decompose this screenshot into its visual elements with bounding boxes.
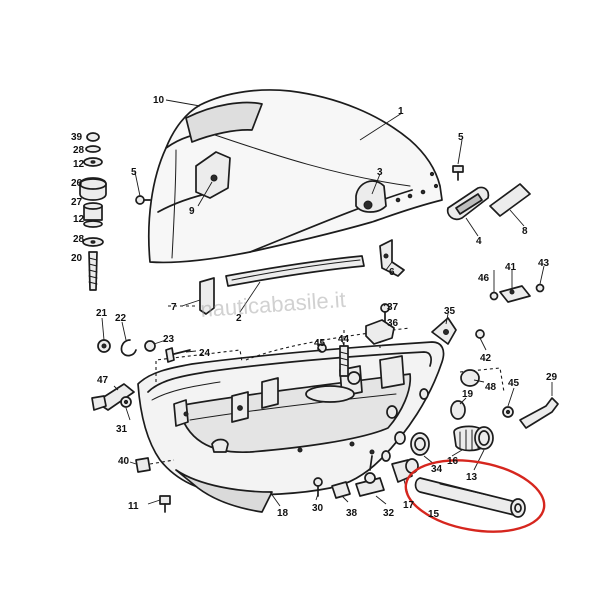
part-17-fitting xyxy=(391,458,419,483)
part-38-clip xyxy=(331,481,351,499)
part-44-bolt xyxy=(339,345,349,377)
label-part-13: 13 xyxy=(466,472,478,483)
label-part-6: 6 xyxy=(389,267,395,278)
highlight-ring-part-15 xyxy=(404,459,546,533)
label-part-43: 43 xyxy=(538,258,550,269)
part-36-block xyxy=(365,319,395,345)
part-13-pivot xyxy=(474,426,494,450)
label-part-20: 20 xyxy=(71,253,83,264)
part-35-mount xyxy=(431,317,457,345)
part-23-nut xyxy=(144,340,156,352)
part-41-linkage xyxy=(499,285,531,303)
label-part-29: 29 xyxy=(546,372,558,383)
label-part-47: 47 xyxy=(97,375,109,386)
label-part-44: 44 xyxy=(338,334,350,345)
lower-pan xyxy=(137,341,445,513)
label-part-22: 22 xyxy=(115,313,127,324)
label-part-31: 31 xyxy=(116,424,128,435)
label-part-15: 15 xyxy=(428,509,440,520)
label-part-1: 1 xyxy=(398,106,404,117)
label-part-30: 30 xyxy=(312,503,324,514)
part-22-clip xyxy=(120,339,137,357)
label-part-45-right: 45 xyxy=(508,378,520,389)
part-29-crank xyxy=(519,397,559,429)
label-part-23: 23 xyxy=(163,334,175,345)
label-part-18: 18 xyxy=(277,508,289,519)
part-15-shaft xyxy=(414,477,526,518)
label-part-17: 17 xyxy=(403,500,415,511)
part-46-screw xyxy=(489,291,499,301)
part-34-grommet xyxy=(410,432,430,456)
label-part-5-right: 5 xyxy=(458,132,464,143)
part-4-latch-pad xyxy=(446,186,490,221)
label-part-10: 10 xyxy=(153,95,165,106)
part-labels: 10 1 5 3 5 9 4 8 6 7 2 39 28 12 26 27 12… xyxy=(71,95,558,520)
label-part-4: 4 xyxy=(476,236,482,247)
label-part-27: 27 xyxy=(71,197,83,208)
label-part-12-bottom: 12 xyxy=(73,214,85,225)
label-part-37: 37 xyxy=(387,302,399,313)
part-11-screw xyxy=(159,495,171,513)
label-part-5-left: 5 xyxy=(131,167,137,178)
label-part-40: 40 xyxy=(118,456,130,467)
label-part-11: 11 xyxy=(128,501,139,512)
label-part-9: 9 xyxy=(189,206,195,217)
label-part-26: 26 xyxy=(71,178,83,189)
label-part-8: 8 xyxy=(522,226,528,237)
label-part-3: 3 xyxy=(377,167,383,178)
part-5-screw-right xyxy=(452,165,464,181)
part-43-screw xyxy=(535,283,545,293)
part-40-grommet xyxy=(135,457,175,473)
part-21-washer xyxy=(97,339,111,353)
part-48-knob xyxy=(460,369,480,387)
part-19-bushing xyxy=(450,400,466,420)
part-8-strip xyxy=(489,183,531,217)
label-part-48: 48 xyxy=(485,382,497,393)
watermark-text: nauticabasile.it xyxy=(200,287,347,322)
part-47-lever xyxy=(91,383,135,411)
label-part-2: 2 xyxy=(236,313,242,324)
label-part-36: 36 xyxy=(387,318,399,329)
label-part-39: 39 xyxy=(71,132,83,143)
label-part-34: 34 xyxy=(431,464,443,475)
upper-cowl xyxy=(147,89,443,264)
label-part-32: 32 xyxy=(383,508,395,519)
part-42-nut xyxy=(475,329,485,339)
label-part-38: 38 xyxy=(346,508,358,519)
label-part-28-top: 28 xyxy=(73,145,85,156)
label-part-45-left: 45 xyxy=(314,338,326,349)
part-2-seal-strip xyxy=(225,255,365,287)
label-part-21: 21 xyxy=(96,308,108,319)
label-part-46: 46 xyxy=(478,273,490,284)
label-part-7: 7 xyxy=(171,302,177,313)
leader-lines xyxy=(101,99,553,507)
part-45-nut-right xyxy=(502,406,514,418)
label-part-28-bottom: 28 xyxy=(73,234,85,245)
left-fastener-stack xyxy=(79,132,107,291)
part-24-screw xyxy=(165,347,191,363)
part-5-screw-left xyxy=(135,195,151,205)
label-part-24: 24 xyxy=(199,348,211,359)
part-37-screw xyxy=(380,303,390,323)
label-part-12-top: 12 xyxy=(73,159,85,170)
part-6-bracket xyxy=(379,239,405,277)
label-part-35: 35 xyxy=(444,306,456,317)
label-part-16: 16 xyxy=(447,456,459,467)
label-part-19: 19 xyxy=(462,389,474,400)
part-32-fuel-fitting xyxy=(355,449,385,497)
part-31-washer xyxy=(120,396,132,408)
label-part-42: 42 xyxy=(480,353,492,364)
label-part-41: 41 xyxy=(505,262,517,273)
